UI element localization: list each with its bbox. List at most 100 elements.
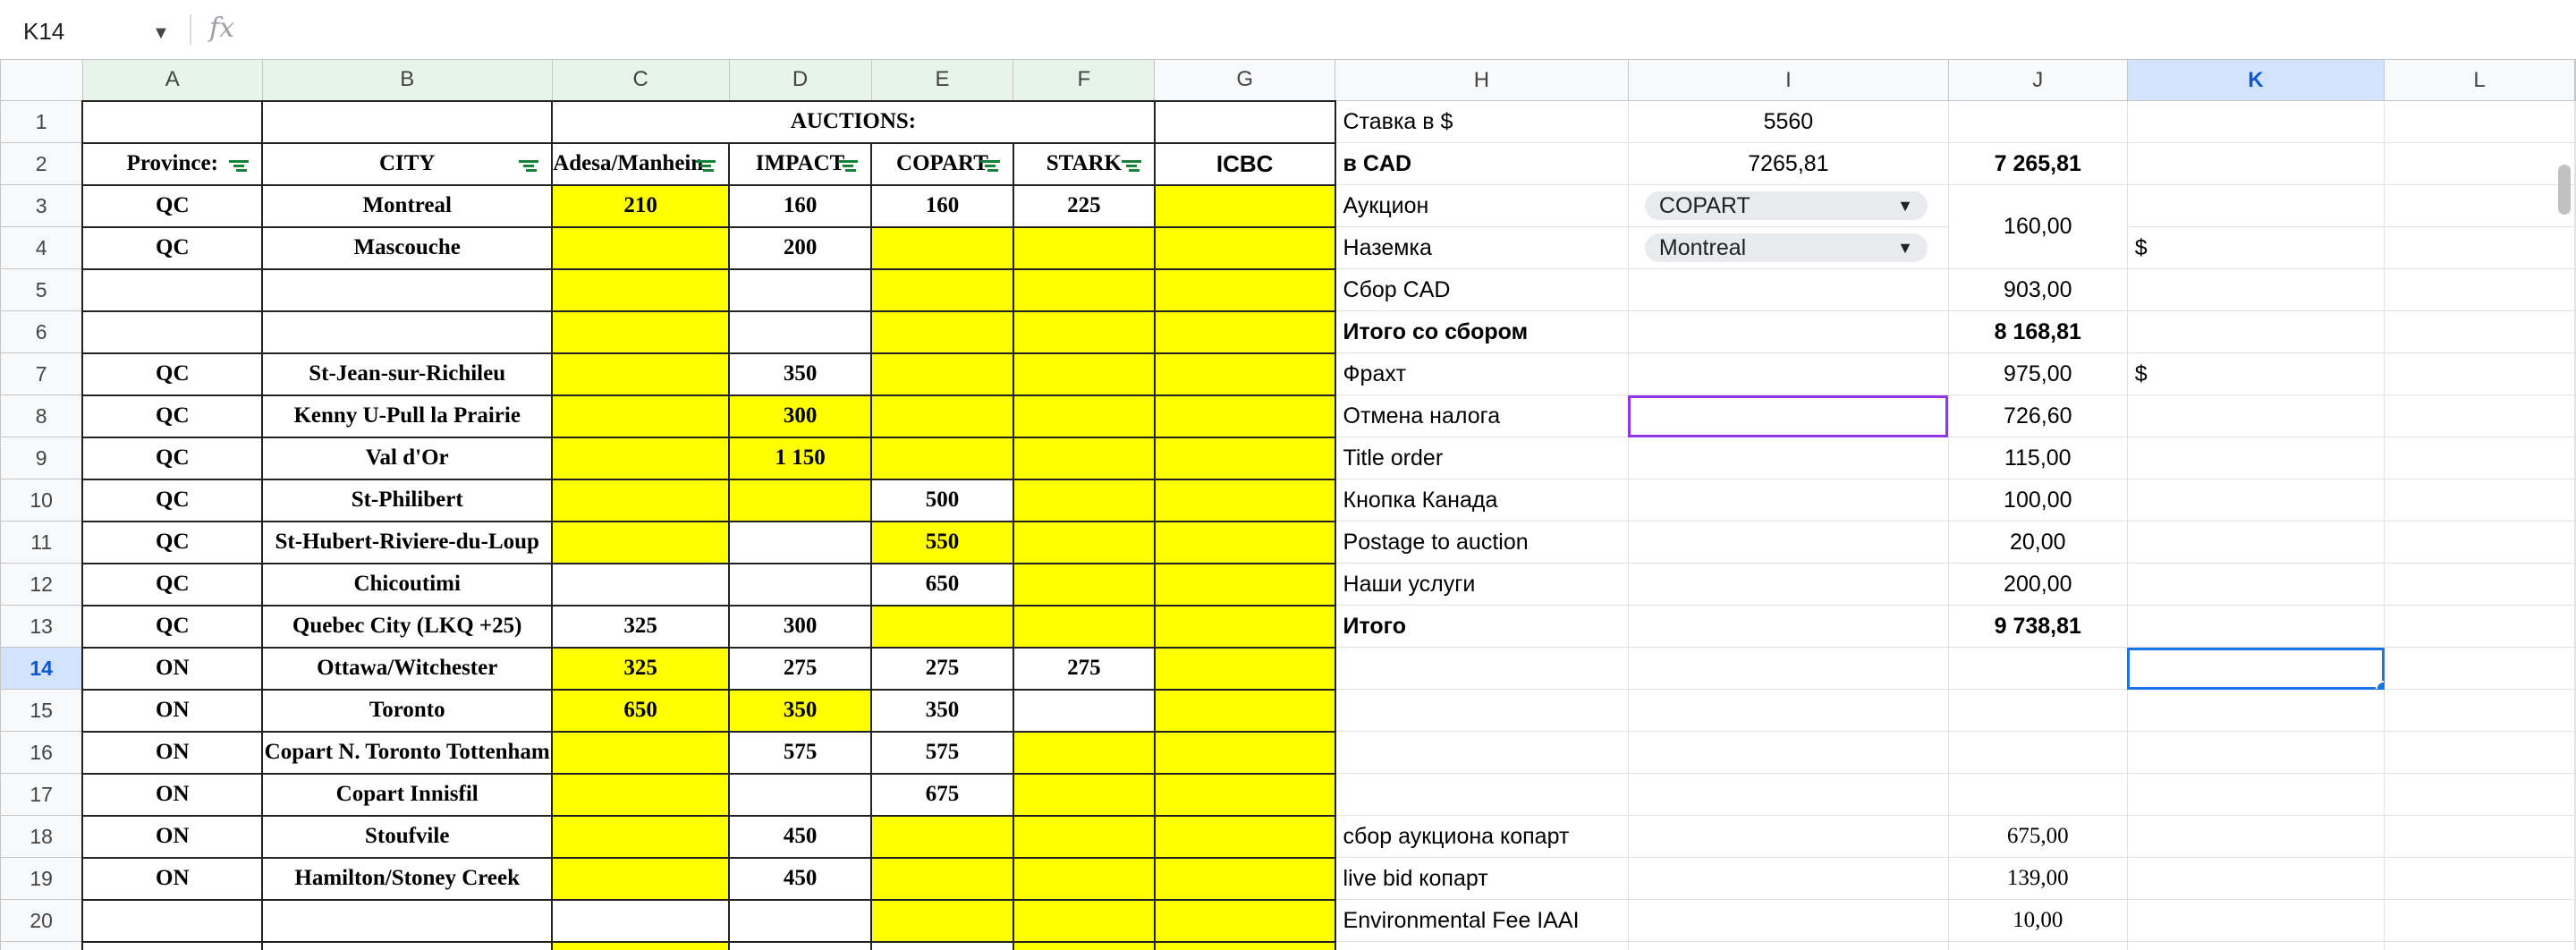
cell-copart[interactable]: 160 [870,183,1014,228]
column-header-h[interactable]: H [1335,59,1629,101]
cell-adesa[interactable]: 325 [551,604,731,649]
calc-label[interactable]: Title order [1335,437,1629,479]
cell-stark[interactable] [1012,730,1156,775]
dropdown-arrow-icon[interactable]: ▼ [1897,197,1913,215]
cell-province[interactable]: QC [81,436,264,480]
cell-city[interactable]: Ottawa/Witchester [261,646,554,691]
cell-copart[interactable]: 550 [870,520,1014,564]
calc-j[interactable]: 8 168,81 [1947,310,2128,353]
cell-impact[interactable] [728,478,873,522]
calc-label[interactable]: Отмена налога [1335,394,1629,437]
cell-icbc[interactable] [1153,646,1336,691]
row-header-18[interactable]: 18 [0,815,83,858]
ground-dropdown[interactable]: Montreal▼ [1644,233,1928,262]
cell-k[interactable] [2126,142,2385,185]
cell-copart[interactable]: 275 [870,646,1014,691]
cell-h[interactable] [1335,731,1629,774]
cell-k[interactable] [2126,394,2385,437]
fill-handle[interactable] [2376,681,2384,689]
cell-l[interactable] [2384,310,2575,353]
cell-k[interactable] [2126,731,2385,774]
cell-icbc[interactable] [1153,352,1336,396]
row-header-14[interactable]: 14 [0,647,83,690]
calc-j[interactable]: 7 265,81 [1947,142,2128,185]
cell-stark[interactable] [1012,562,1156,606]
cell-adesa[interactable]: 325 [551,646,731,691]
cell-k[interactable] [2126,689,2385,732]
cell-stark[interactable]: 225 [1012,183,1156,228]
cell-icbc[interactable] [1153,688,1336,733]
cell-i[interactable] [1627,437,1949,479]
cell-k[interactable] [2126,437,2385,479]
cell-a1[interactable] [81,99,264,144]
cell-icbc[interactable] [1153,267,1336,312]
cell-province[interactable]: QC [81,183,264,228]
calc-label[interactable]: Фрахт [1335,352,1629,395]
cell-city[interactable]: London [261,940,554,950]
dropdown-arrow-icon[interactable]: ▼ [1897,239,1913,257]
cell-i[interactable] [1627,521,1949,564]
cell-i[interactable] [1627,605,1949,648]
row-header-15[interactable]: 15 [0,689,83,732]
cell-j[interactable] [1947,731,2128,774]
cell-adesa[interactable]: 210 [551,183,731,228]
cell-i[interactable] [1627,563,1949,606]
cell-icbc[interactable] [1153,436,1336,480]
cell-icbc[interactable] [1153,940,1336,950]
column-header-l[interactable]: L [2384,59,2575,101]
filter-icon[interactable] [229,159,250,171]
cell-impact[interactable]: 160 [728,183,873,228]
cell-city[interactable]: Copart Innisfil [261,772,554,817]
cell-impact[interactable]: 450 [728,814,873,859]
cell-adesa[interactable] [551,730,731,775]
row-header-12[interactable]: 12 [0,563,83,606]
cell-l[interactable] [2384,899,2575,942]
cell-i[interactable] [1627,689,1949,732]
calc-j[interactable]: 200,00 [1947,563,2128,606]
cell-empty[interactable] [1335,941,1629,950]
cell-copart[interactable]: 350 [870,688,1014,733]
row-header-11[interactable]: 11 [0,521,83,564]
cell-impact[interactable] [728,772,873,817]
calc-label[interactable]: Кнопка Канада [1335,479,1629,522]
row-header-3[interactable]: 3 [0,184,83,227]
cell-province[interactable]: ON [81,646,264,691]
calc-i[interactable]: 5560 [1627,100,1949,143]
cell-i[interactable] [1627,310,1949,353]
row-header-21[interactable] [0,941,83,950]
cell-stark[interactable] [1012,478,1156,522]
calc-j[interactable]: 726,60 [1947,394,2128,437]
cell-k[interactable] [2126,184,2385,227]
cell-k[interactable] [2126,899,2385,942]
cell-copart[interactable] [870,225,1014,270]
cell-icbc[interactable] [1153,225,1336,270]
column-header-f[interactable]: F [1013,59,1156,101]
cell-k[interactable] [2126,815,2385,858]
cell-l[interactable] [2384,815,2575,858]
filter-icon[interactable] [1121,159,1141,171]
cell-province[interactable]: QC [81,520,264,564]
calc-label[interactable]: сбор аукциона копарт [1335,815,1629,858]
header-stark[interactable]: STARK [1012,141,1156,186]
cell-province[interactable]: ON [81,856,264,901]
cell-j[interactable] [1947,647,2128,690]
cell-icbc[interactable] [1153,730,1336,775]
cell-province[interactable]: QC [81,394,264,438]
cell-adesa[interactable] [551,814,731,859]
cell-city[interactable]: Montreal [261,183,554,228]
cell-stark[interactable] [1012,520,1156,564]
calc-label[interactable]: Итого [1335,605,1629,648]
cell-i[interactable] [1627,647,1949,690]
cell-province[interactable]: ON [81,772,264,817]
cell-impact[interactable]: 450 [728,856,873,901]
cell-impact[interactable] [728,267,873,312]
calc-label[interactable]: Сбор CAD [1335,268,1629,311]
cell-province[interactable]: QC [81,352,264,396]
calc-label[interactable]: Наземка [1335,226,1629,269]
cell-impact[interactable] [728,520,873,564]
cell-icbc[interactable] [1153,183,1336,228]
cell-k14-selected[interactable] [2126,647,2385,690]
cell-stark[interactable] [1012,604,1156,649]
cell-l[interactable] [2384,100,2575,143]
cell-city[interactable]: Toronto [261,688,554,733]
